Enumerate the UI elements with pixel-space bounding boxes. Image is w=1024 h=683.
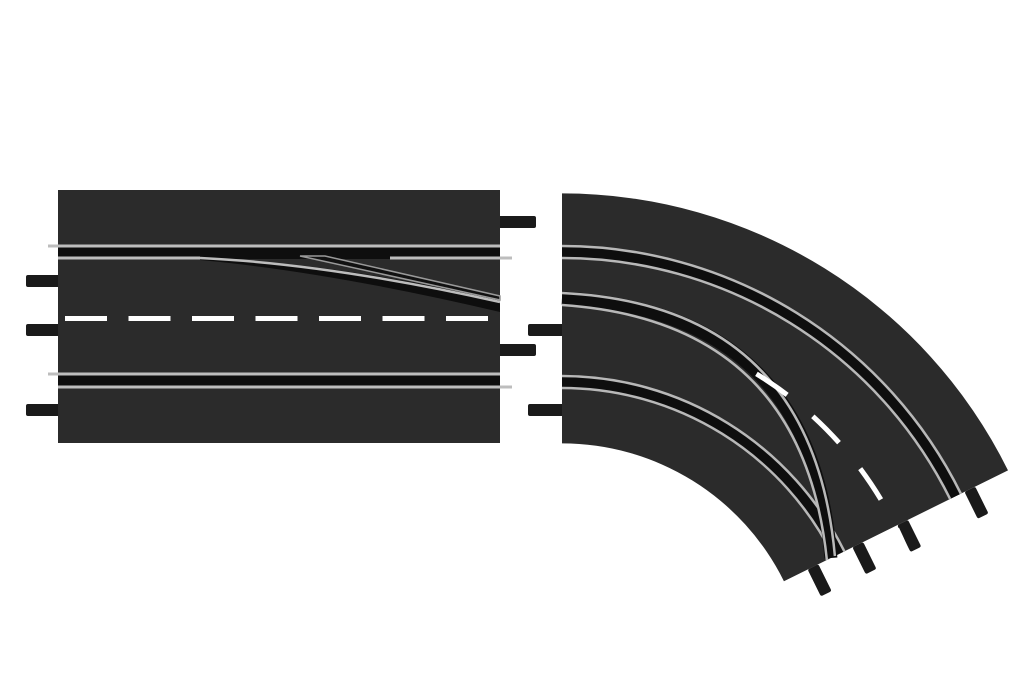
connector-tab xyxy=(808,564,831,596)
switch-flipper xyxy=(299,255,501,301)
lane-dash xyxy=(382,316,425,321)
lane-change-rail xyxy=(561,303,829,561)
connector-tab xyxy=(853,542,876,574)
connector-tab xyxy=(965,487,988,519)
lane-change-groove xyxy=(561,291,838,559)
lane-dash xyxy=(755,371,789,397)
lane-markings xyxy=(65,316,488,321)
lane-dash xyxy=(446,316,488,321)
rail xyxy=(561,386,835,558)
slot-groove xyxy=(562,375,846,558)
connector-tabs xyxy=(26,216,536,416)
lane-change-rail xyxy=(561,291,837,557)
slot-groove-top xyxy=(58,245,500,259)
lane-dash xyxy=(811,414,841,445)
lane-dash xyxy=(319,316,361,321)
lane-dash xyxy=(255,316,298,321)
lane-dash xyxy=(858,467,884,501)
track-surface xyxy=(562,193,1008,582)
lane-change-rail xyxy=(199,256,501,304)
curved-lane-change-track xyxy=(528,193,1008,596)
lane-dash xyxy=(192,316,234,321)
connector-tab xyxy=(528,404,564,416)
slot-groove xyxy=(562,245,962,500)
straight-lane-change-track xyxy=(26,190,536,443)
connector-tab xyxy=(528,324,564,336)
lane-dash xyxy=(894,527,914,565)
rail xyxy=(561,244,962,495)
slot-groove-bottom xyxy=(58,374,500,388)
connector-tab xyxy=(897,520,921,552)
lane-dash xyxy=(65,316,107,321)
lane-dash xyxy=(128,316,171,321)
rail xyxy=(561,256,952,500)
